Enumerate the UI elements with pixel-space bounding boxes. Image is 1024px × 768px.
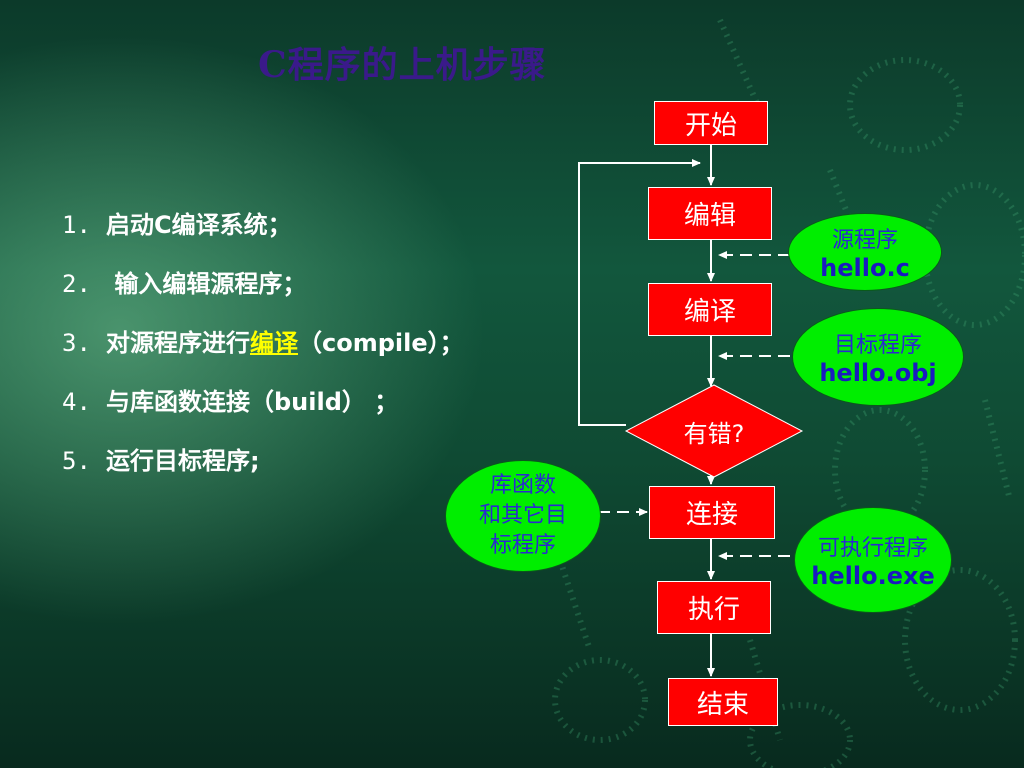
step-item: 4. 与库函数连接（build） ； (62, 373, 464, 432)
error-check-diamond (624, 384, 804, 478)
slide-title: C程序的上机步骤 (258, 44, 547, 86)
start-box: 开始 (654, 101, 768, 145)
library-line-3: 标程序 (489, 533, 556, 558)
step-item: 3. 对源程序进行编译（compile）； (62, 314, 464, 373)
step-text: 对源程序进行 (106, 329, 250, 357)
library-line-2: 和其它目 (478, 503, 567, 528)
step-number: 3. (62, 329, 91, 357)
step-text: 与库函数连接（build） ； (106, 388, 399, 416)
step-highlight: 编译 (250, 329, 298, 357)
step-number: 4. (62, 388, 91, 416)
step-text-suffix: （compile）； (298, 329, 464, 357)
source-file-label: 源程序 (831, 228, 898, 253)
arrow-error-loop (578, 159, 701, 426)
error-check-label: 有错? (683, 419, 745, 448)
library-line-1: 库函数 (489, 473, 556, 498)
step-text: 运行目标程序; (106, 447, 260, 475)
executable-file-label: 可执行程序 (817, 536, 928, 561)
object-file-name: hello.obj (819, 359, 937, 387)
source-file-name: hello.c (820, 254, 910, 282)
link-box: 连接 (649, 486, 775, 539)
library-oval: 库函数 和其它目 标程序 (445, 460, 601, 572)
source-file-oval: 源程序 hello.c (788, 213, 942, 291)
step-number: 5. (62, 447, 91, 475)
end-box: 结束 (668, 678, 778, 726)
compile-box: 编译 (648, 283, 772, 336)
step-text: 输入编辑源程序； (106, 270, 307, 298)
step-number: 1. (62, 211, 91, 239)
step-item: 5. 运行目标程序; (62, 432, 464, 491)
executable-file-oval: 可执行程序 hello.exe (794, 507, 952, 613)
executable-file-name: hello.exe (811, 562, 935, 590)
edit-box: 编辑 (648, 187, 772, 240)
object-file-oval: 目标程序 hello.obj (792, 308, 964, 406)
step-list: 1. 启动C编译系统； 2. 输入编辑源程序； 3. 对源程序进行编译（compil… (62, 196, 464, 491)
run-box: 执行 (657, 581, 771, 634)
step-number: 2. (62, 270, 91, 298)
step-item: 2. 输入编辑源程序； (62, 255, 464, 314)
step-item: 1. 启动C编译系统； (62, 196, 464, 255)
step-text: 启动C编译系统； (106, 211, 292, 239)
object-file-label: 目标程序 (833, 333, 922, 358)
